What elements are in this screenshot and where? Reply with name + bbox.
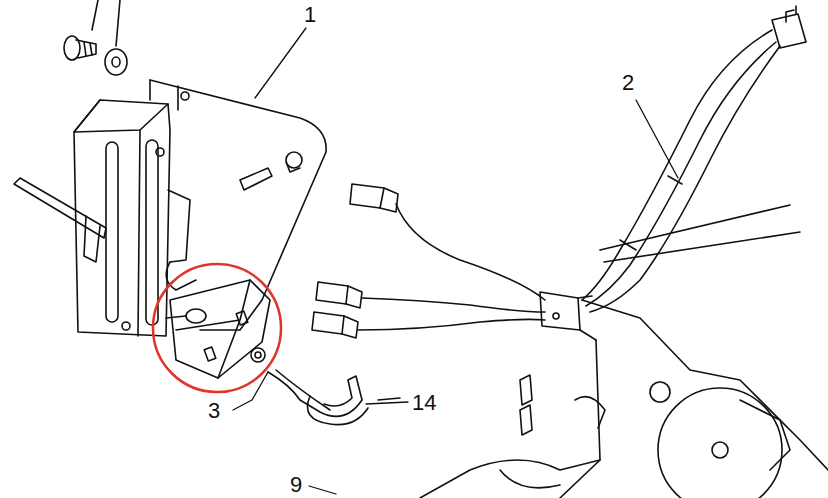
bracket bbox=[14, 80, 326, 336]
microswitch bbox=[166, 280, 270, 378]
callout-number: 3 bbox=[208, 400, 220, 422]
callout-number: 9 bbox=[290, 474, 302, 496]
wire-harness bbox=[312, 6, 828, 498]
leader-lines bbox=[233, 28, 678, 494]
callout-number: 14 bbox=[412, 392, 436, 414]
wire-clip bbox=[251, 348, 400, 425]
callout-number: 2 bbox=[622, 72, 634, 94]
screw-washer bbox=[64, 0, 127, 75]
callout-number: 1 bbox=[304, 4, 316, 26]
highlight-circle bbox=[153, 264, 281, 392]
